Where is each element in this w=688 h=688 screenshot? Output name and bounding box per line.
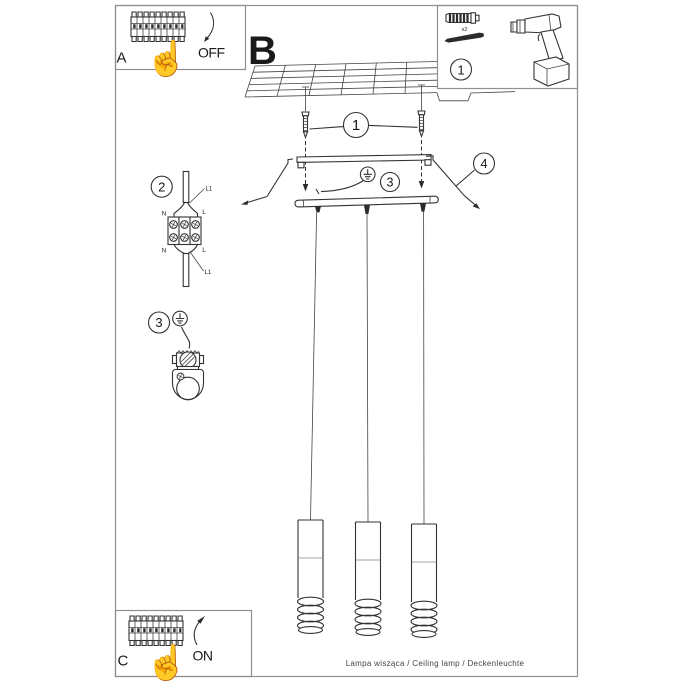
breaker-panel-icon	[128, 615, 184, 647]
suspension-wires	[310, 211, 425, 525]
mounting-plate	[296, 154, 432, 163]
hand-icon: ☝	[146, 642, 188, 683]
callout-ground-detail-label: 3	[155, 315, 162, 330]
panel-c-frame	[114, 609, 253, 678]
callout-cover-circle	[472, 152, 496, 175]
pendant-lamp	[296, 519, 325, 634]
callout-ground-circle	[379, 171, 401, 193]
callout-screws-circle	[342, 111, 370, 139]
panel-a-frame	[114, 4, 247, 71]
mounting-screw-icon	[444, 32, 484, 43]
panel-c-label: C	[118, 653, 129, 670]
hand-icon: ☝	[146, 38, 188, 79]
ceiling-grid	[244, 61, 516, 102]
pendant-lamps	[296, 211, 438, 638]
supply-cable-top	[182, 170, 190, 204]
wire-n-top-label: N	[162, 211, 167, 218]
wire-l-bottom-label: L	[202, 247, 206, 254]
callout-parts-1-label: 1	[457, 62, 464, 77]
callout-screws-label: 1	[352, 117, 360, 134]
section-b-label: B	[248, 29, 277, 73]
ground-detail: 3	[147, 310, 205, 401]
panel-a: ☝ A OFF	[114, 4, 247, 79]
pendant-lamp	[410, 523, 438, 638]
arrowhead	[204, 36, 210, 42]
on-label: ON	[193, 648, 213, 664]
callout-parts-1: 1	[449, 58, 473, 81]
arrowhead	[197, 616, 205, 624]
curved-arrow-up-icon	[193, 619, 202, 646]
wire-n-bottom-label: N	[162, 248, 167, 255]
wire-l1-top-label: L1	[206, 187, 213, 193]
wiring-detail: 2 L1 N L N L L1	[150, 170, 213, 288]
wall-plug-icon	[445, 12, 480, 24]
callout-cable-circle	[150, 175, 173, 198]
ground-symbol-icon	[172, 310, 188, 327]
callout-ground-detail-circle	[147, 311, 171, 334]
ground-symbol-icon	[359, 166, 376, 183]
callout-cable-label: 2	[158, 179, 165, 194]
screw-icon	[417, 110, 426, 138]
anchor-qty-label: x2	[462, 27, 468, 33]
ground-clamp	[171, 349, 205, 401]
page-frame	[114, 4, 579, 678]
lamp-cable-bottom	[182, 252, 190, 288]
screw-positions: 1	[301, 84, 426, 192]
screw-icon	[301, 111, 310, 139]
pendant-lamp	[354, 521, 382, 636]
wire-l1-bottom-label: L1	[205, 270, 212, 276]
canopy-assembly: 3 4	[241, 152, 496, 215]
parts-box: x2 1	[436, 4, 579, 90]
wire-l-top-label: L	[202, 209, 206, 216]
curved-arrow-down-icon	[206, 12, 215, 39]
callout-ground-label: 3	[387, 175, 394, 189]
off-label: OFF	[198, 45, 225, 61]
breaker-panel-icon	[130, 11, 186, 43]
terminal-strip	[189, 216, 202, 246]
ceiling-rail	[294, 195, 439, 208]
ground-wire	[180, 326, 191, 349]
panel-c: ☝ C ON	[114, 609, 253, 683]
caption-text: Lampa wisząca / Ceiling lamp / Deckenleu…	[346, 659, 525, 668]
callout-cover-label: 4	[480, 156, 487, 171]
panel-a-label: A	[117, 50, 127, 67]
drill-icon	[510, 13, 570, 87]
canopy-cover	[266, 155, 465, 197]
main-diagram: B 1	[241, 29, 516, 638]
parts-box-frame	[436, 4, 579, 90]
